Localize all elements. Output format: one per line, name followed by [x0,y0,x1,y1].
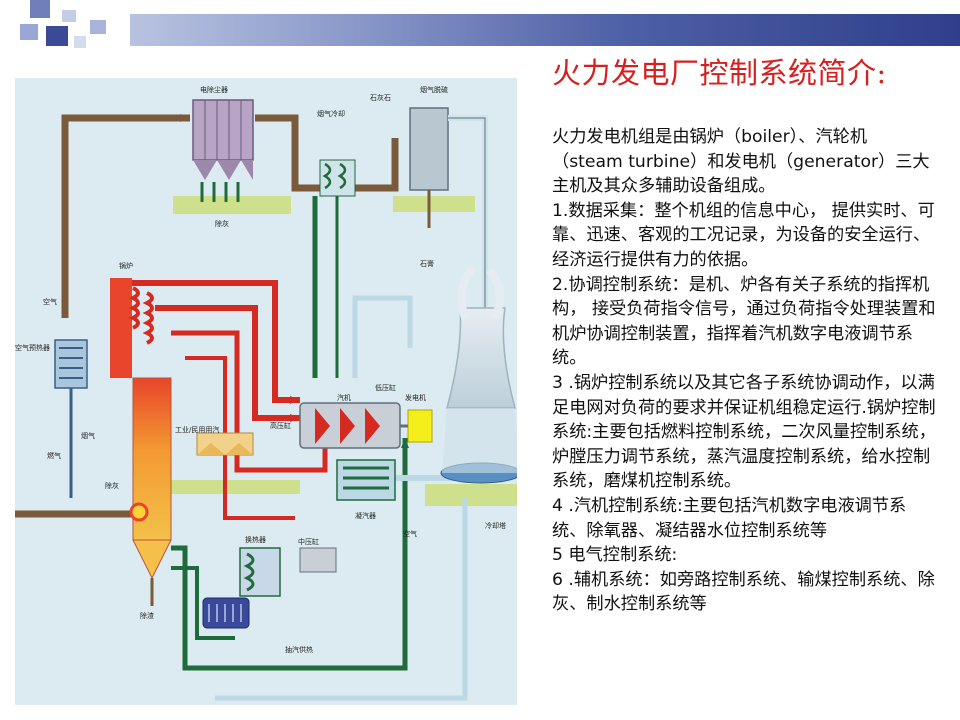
label-high-pressure-cyl: 高压缸 [270,421,291,430]
condenser [336,459,396,501]
ground-strip [425,484,517,506]
circulating-water-line [215,498,468,701]
reheat-steam-line [155,305,300,421]
decor-square [62,10,76,22]
tower-skirt [442,408,517,473]
paragraph-boiler-control: 3 .锅炉控制系统以及其它各子系统协调动作，以满足电网对负荷的要求并保证机组稳定… [552,372,936,492]
label-generator: 发电机 [405,393,426,402]
ground-strip [173,196,291,214]
label-intermediate-cyl: 中压缸 [298,537,319,546]
diagram-svg: 电除尘器 除灰 烟气冷却 石灰石 烟气脱硫 石膏 锅炉 除渣 空气 空气预热器 … [15,78,517,705]
decor-square [20,24,38,40]
flue-duct [61,114,190,318]
label-flue-gas: 烟气 [81,431,95,440]
furnace [132,377,172,541]
flow-arrow [290,396,300,404]
flow-arrow [290,414,300,422]
superheater-coil [128,286,140,330]
flow-arrow [180,114,190,122]
flue-duct [255,114,320,192]
flow-arrow [401,438,409,448]
label-condenser: 凝汽器 [355,511,376,520]
boiler-upper [110,278,132,378]
label-precipitator: 电除尘器 [200,85,228,94]
slide-body: 火力发电机组是由锅炉（boiler）、汽轮机（steam turbine）和发电… [552,125,937,720]
desulfurization-tower [409,107,449,191]
label-slag-removal: 除渣 [140,611,154,620]
ash-arrow [200,182,240,202]
clean-gas-duct-edge [448,117,486,378]
label-cooling-air: 空气 [403,529,417,538]
decor-square [30,0,50,18]
paragraph-electrical-control: 5 电气控制系统: [552,545,678,566]
header-band [0,0,960,52]
heat-exchanger [239,547,281,597]
feedwater-line [171,438,408,671]
cooling-tower [446,307,516,409]
label-limestone: 石灰石 [370,93,391,102]
paragraph-auxiliary-systems: 6 .辅机系统：如旁路控制系统、输煤控制系统、除灰、制水控制系统等 [552,569,935,615]
decor-square [90,20,106,34]
intermediate-cylinder [299,547,337,573]
slide-title: 火力发电厂控制系统简介: [552,56,887,90]
label-boiler: 锅炉 [119,261,133,270]
label-desulfurization: 烟气脱硫 [420,85,448,94]
label-low-pressure-cyl: 低压缸 [375,383,396,392]
reheater-coil [142,291,154,345]
decor-square [46,26,68,46]
turbine-rotors [315,408,380,444]
decor-square [74,36,86,48]
label-ash-removal-top: 除灰 [215,219,229,228]
condenser-tubes [343,466,389,490]
cooler-coil [322,162,347,190]
header-bar [130,14,960,46]
precipitator-body [192,99,254,161]
circulating-water-line [352,295,413,378]
flue-duct [353,138,399,192]
label-heater: 换热器 [245,535,266,544]
paragraph-coordinated-control: 2.协调控制系统：是机、炉各有关子系统的指挥机构， 接受负荷指令信号，通过负荷指… [552,274,936,369]
label-cooling-tower: 冷却塔 [485,521,506,530]
feedwater-branch [171,566,235,640]
label-extraction: 抽汽供热 [285,645,313,654]
label-coal: 燃气 [47,451,61,460]
paragraph-turbine-control: 4 .汽机控制系统:主要包括汽机数字电液调节系统、除氧器、凝结器水位控制系统等 [552,495,907,541]
paragraph-intro: 火力发电机组是由锅炉（boiler）、汽轮机（steam turbine）和发电… [552,127,930,197]
label-turbine: 汽机 [337,393,351,402]
main-steam-line [132,280,300,403]
label-air-preheater: 空气预热器 [15,343,50,352]
preheater-tubes [59,347,83,379]
pump-fins [208,604,242,622]
reheat-return-line [171,330,328,473]
label-air: 空气 [43,297,57,306]
label-gypsum: 石膏 [420,259,434,268]
precipitator-hopper [193,160,253,180]
industrial-roofs [197,443,253,455]
paragraph-data-acquisition: 1.数据采集：整个机组的信息中心， 提供实时、可靠、迅速、客观的工况记录，为设备… [552,200,935,270]
power-plant-diagram: 电除尘器 除灰 烟气冷却 石灰石 烟气脱硫 石膏 锅炉 除渣 空气 空气预热器 … [15,78,517,705]
ground-strip [393,196,475,212]
steam-plume [457,265,504,320]
ground-strip [170,480,300,494]
label-ash-removal-mid: 除灰 [105,481,119,490]
furnace-hopper [132,539,172,580]
burner-flame [129,502,149,522]
generator-body [407,409,433,443]
exchanger-coil [243,552,255,592]
label-flue-cooling: 烟气冷却 [317,109,345,118]
label-industrial-steam: 工业/民用用汽 [175,425,219,434]
